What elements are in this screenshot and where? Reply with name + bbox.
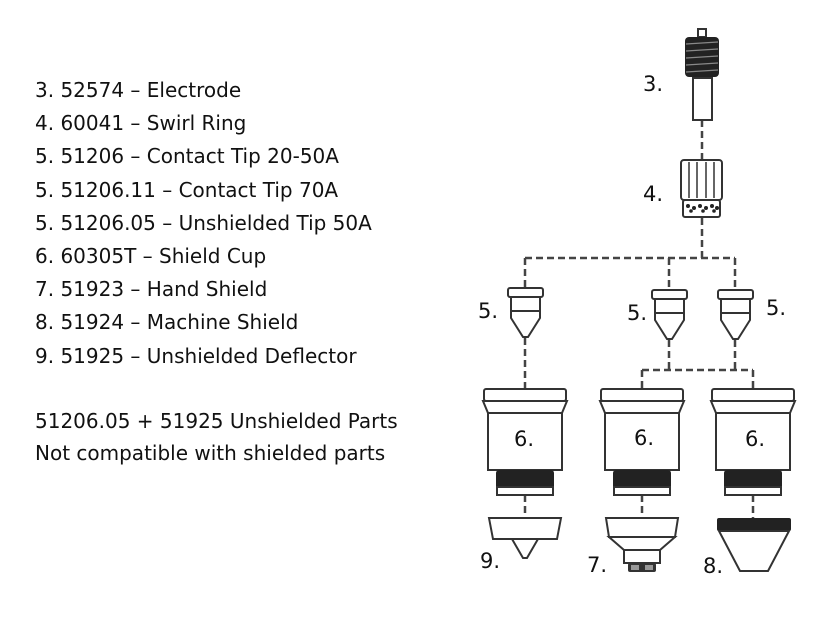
note-line: Not compatible with shielded parts (35, 441, 386, 465)
parts-list-item: 4. 60041 – Swirl Ring (35, 111, 247, 136)
parts-list-item: 5. 51206.05 – Unshielded Tip 50A (35, 210, 372, 235)
label-electrode: 3. (643, 72, 663, 96)
label-cup-left: 6. (514, 427, 534, 451)
label-swirl-ring: 4. (643, 182, 663, 206)
parts-list-item: 5. 51206.11 – Contact Tip 70A (35, 177, 339, 202)
label-tip-left: 5. (478, 299, 498, 323)
unshielded-deflector-icon (487, 517, 563, 559)
label-tip-middle: 5. (627, 301, 647, 325)
parts-list-item: 7. 51923 – Hand Shield (35, 277, 268, 302)
hand-shield-icon (604, 517, 680, 572)
connector-lines (523, 120, 755, 518)
label-hand-shield: 7. (587, 553, 607, 577)
label-tip-right: 5. (766, 296, 786, 320)
parts-list: 3. 52574 – Electrode 4. 60041 – Swirl Ri… (35, 74, 372, 373)
parts-list-item: 5. 51206 – Contact Tip 20-50A (35, 144, 339, 169)
compatibility-note: 51206.05 + 51925 Unshielded Parts Not co… (35, 405, 398, 469)
label-cup-right: 6. (745, 427, 765, 451)
shield-cup-icon (709, 388, 797, 496)
machine-shield-icon (717, 518, 791, 572)
contact-tip-icon (651, 289, 688, 340)
swirl-ring-icon (680, 159, 723, 218)
parts-list-item: 9. 51925 – Unshielded Deflector (35, 343, 357, 368)
contact-tip-icon (717, 289, 754, 340)
parts-list-item: 6. 60305T – Shield Cup (35, 244, 267, 269)
parts-list-item: 3. 52574 – Electrode (35, 78, 242, 102)
shield-cup-icon (598, 388, 686, 496)
label-machine-shield: 8. (703, 554, 723, 578)
shield-cup-icon (481, 388, 569, 496)
note-line: 51206.05 + 51925 Unshielded Parts (35, 409, 398, 433)
label-cup-middle: 6. (634, 426, 654, 450)
contact-tip-icon (507, 287, 544, 338)
electrode-icon (685, 28, 719, 121)
label-deflector: 9. (480, 549, 500, 573)
parts-list-item: 8. 51924 – Machine Shield (35, 310, 299, 335)
